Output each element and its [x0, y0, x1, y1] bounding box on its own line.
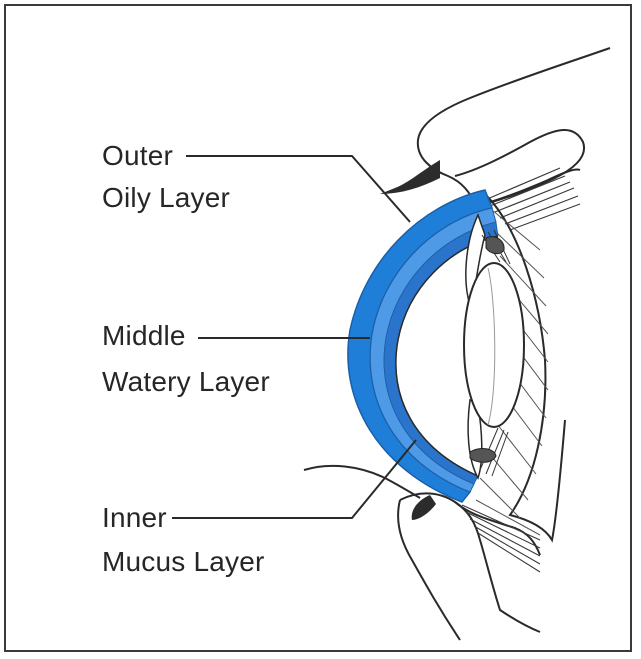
lower-gland	[412, 495, 436, 520]
ciliary-upper-knot	[486, 237, 504, 254]
upper-gland	[380, 160, 440, 194]
lens	[464, 263, 524, 427]
lower-lash	[304, 466, 420, 498]
middle-sub-label: Watery Layer	[102, 366, 270, 398]
outer-title-label: Outer	[102, 140, 173, 172]
middle-title-label: Middle	[102, 320, 186, 352]
outer-sub-label: Oily Layer	[102, 182, 230, 214]
leader-inner	[172, 440, 416, 518]
inner-sub-label: Mucus Layer	[102, 546, 265, 578]
lower-lashes	[462, 505, 540, 572]
inner-title-label: Inner	[102, 502, 167, 534]
ciliary-lower-knot	[470, 449, 496, 463]
upper-eyelid	[418, 48, 610, 206]
